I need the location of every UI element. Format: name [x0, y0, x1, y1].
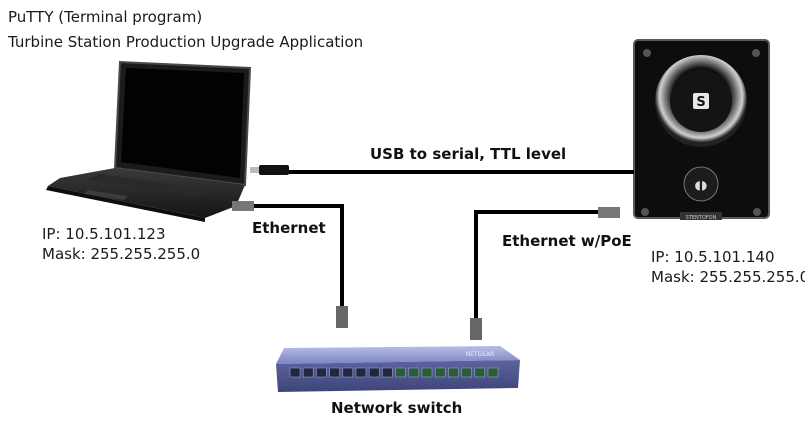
intercom-device-image: S ◖◗ STENTOFON	[633, 39, 770, 221]
switch-port	[342, 367, 354, 378]
intercom-ip: IP: 10.5.101.140	[651, 248, 775, 266]
intercom-brand: STENTOFON	[686, 215, 717, 221]
network-switch-label: Network switch	[331, 399, 463, 417]
ethernet-poe-link-label: Ethernet w/PoE	[502, 232, 632, 250]
ethernet-poe-cable	[470, 207, 620, 340]
switch-port	[355, 367, 367, 378]
switch-port	[408, 367, 420, 378]
ethernet-link-label: Ethernet	[252, 219, 326, 237]
ethernet-cable-laptop	[232, 201, 348, 328]
header-line-2: Turbine Station Production Upgrade Appli…	[8, 33, 364, 51]
switch-port	[382, 367, 393, 378]
svg-text:◖◗: ◖◗	[695, 178, 708, 192]
switch-ports	[289, 367, 499, 378]
svg-text:S: S	[696, 95, 705, 110]
switch-port	[434, 367, 446, 378]
network-switch-image: NETGEAR	[276, 346, 520, 392]
switch-port	[302, 367, 314, 378]
switch-port	[487, 367, 499, 378]
intercom-mask: Mask: 255.255.255.0	[651, 268, 805, 286]
switch-brand: NETGEAR	[466, 351, 495, 358]
switch-port	[448, 367, 459, 378]
header-line-1: PuTTY (Terminal program)	[8, 8, 203, 26]
switch-port	[421, 367, 433, 378]
switch-port	[395, 367, 406, 378]
switch-port	[316, 367, 327, 378]
laptop-image	[46, 60, 252, 222]
switch-port	[289, 367, 301, 378]
usb-link-label: USB to serial, TTL level	[370, 145, 567, 163]
switch-port	[368, 367, 380, 378]
usb-cable	[250, 165, 634, 175]
laptop-mask: Mask: 255.255.255.0	[42, 245, 201, 263]
switch-port	[461, 367, 472, 378]
switch-port	[474, 367, 486, 378]
switch-port	[329, 367, 340, 378]
laptop-ip: IP: 10.5.101.123	[42, 225, 166, 243]
